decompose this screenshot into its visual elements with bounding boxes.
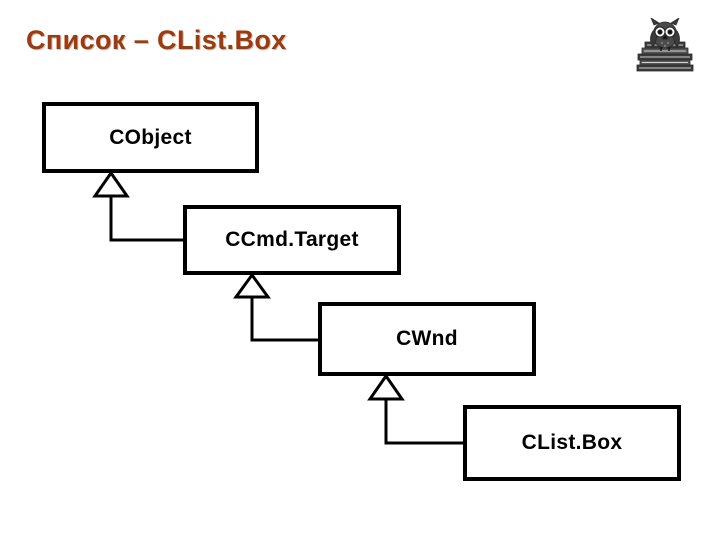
page-title: Список – CList.Box xyxy=(26,25,287,55)
class-box-cwnd[interactable]: CWnd xyxy=(318,302,536,376)
class-box-label: CWnd xyxy=(396,327,458,350)
class-box-label: CObject xyxy=(109,125,192,149)
class-box-ccmdtarget[interactable]: CCmd.Target xyxy=(183,205,401,275)
class-box-label: CList.Box xyxy=(521,431,623,454)
class-box-label: CCmd.Target xyxy=(225,228,359,251)
class-box-clistbox[interactable]: CList.Box xyxy=(463,405,681,481)
owl-on-books-icon xyxy=(634,18,696,76)
class-box-cobject[interactable]: CObject xyxy=(42,102,259,173)
